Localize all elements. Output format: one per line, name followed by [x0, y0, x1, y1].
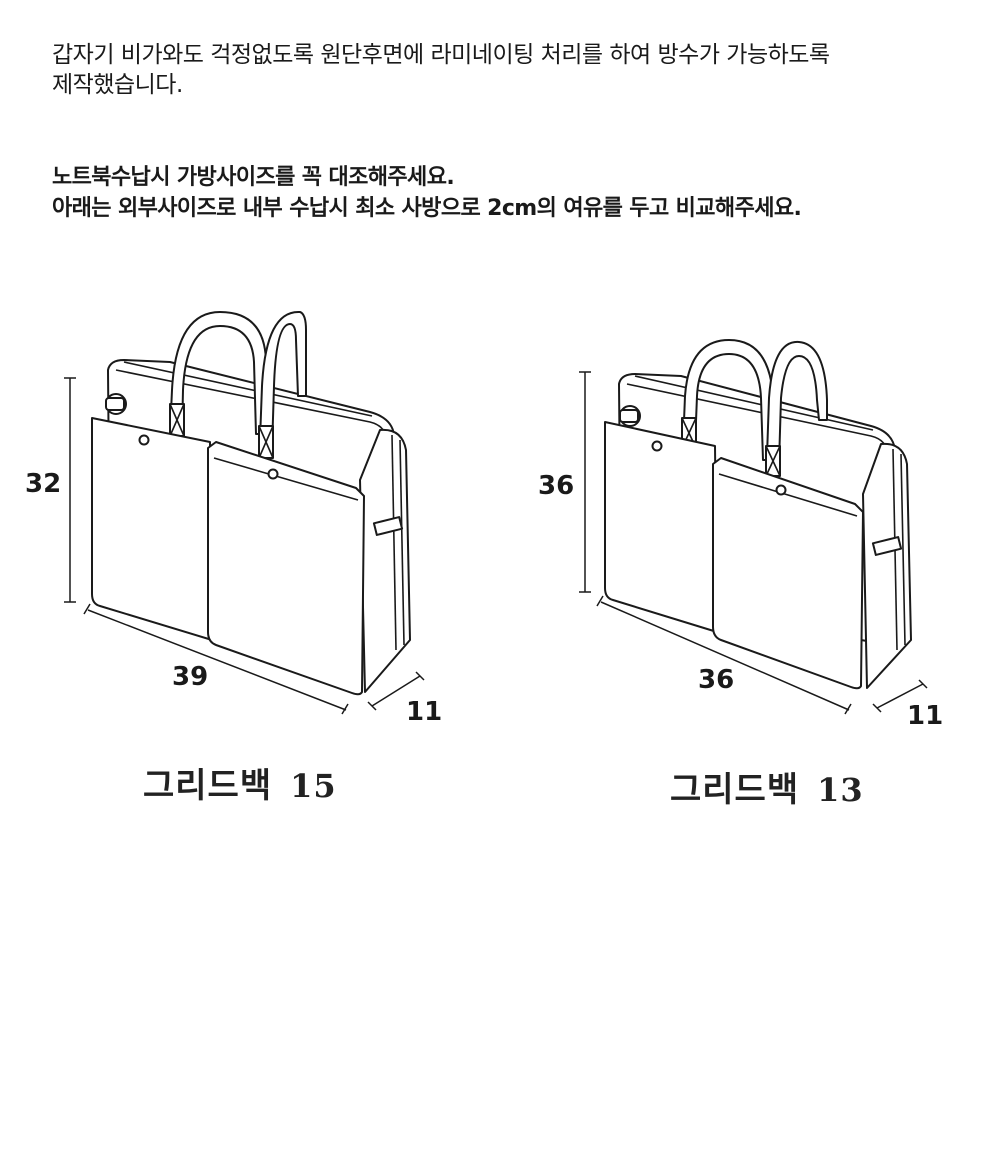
intro-line-2: 제작했습니다. [52, 72, 183, 98]
intro-line-1: 갑자기 비가와도 걱정없도록 원단후면에 라미네이팅 처리를 하여 방수가 가능… [52, 42, 830, 68]
bag-title-13: 그리드백 13 [670, 762, 864, 811]
bag-model: 13 [817, 771, 864, 809]
bag-model: 15 [290, 767, 337, 805]
bag-name: 그리드백 [670, 770, 800, 810]
size-notice: 노트북수납시 가방사이즈를 꼭 대조해주세요. 아래는 외부사이즈로 내부 수납… [52, 162, 972, 224]
height-label: 36 [538, 471, 574, 501]
bag-figure-13: 36 36 11 [535, 300, 975, 740]
width-label: 39 [172, 662, 208, 692]
bag-drawing-15: 32 39 11 [25, 310, 442, 727]
bag-title-15: 그리드백 15 [143, 758, 337, 807]
notice-line-1: 노트북수납시 가방사이즈를 꼭 대조해주세요. [52, 165, 455, 190]
intro-text: 갑자기 비가와도 걱정없도록 원단후면에 라미네이팅 처리를 하여 방수가 가능… [52, 40, 952, 100]
depth-label: 11 [406, 697, 442, 727]
bag-figure-15: 32 39 11 [20, 300, 460, 740]
bag-drawing-13: 36 36 11 [538, 339, 943, 731]
notice-line-2: 아래는 외부사이즈로 내부 수납시 최소 사방으로 2cm의 여유를 두고 비교… [52, 196, 802, 221]
width-label: 36 [698, 665, 734, 695]
bag-name: 그리드백 [143, 766, 273, 806]
height-label: 32 [25, 469, 61, 499]
depth-label: 11 [907, 701, 943, 731]
